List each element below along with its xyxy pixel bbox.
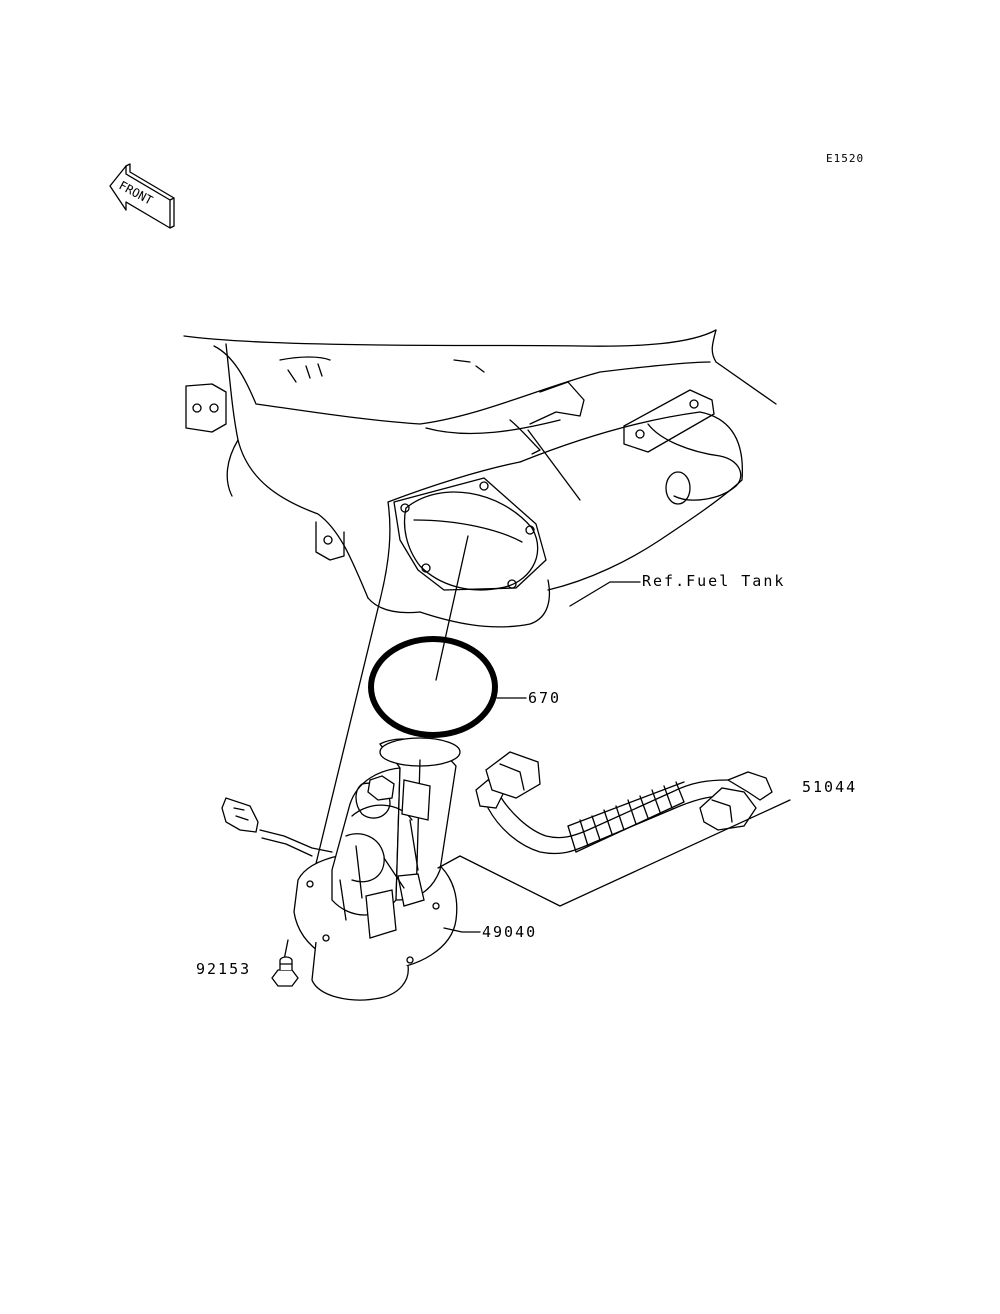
part-number-51044: 51044 (802, 778, 857, 796)
part-number-49040: 49040 (482, 923, 537, 941)
fuel-pump-assembly (221, 737, 461, 1001)
o-ring (368, 636, 498, 738)
part-number-670: 670 (528, 689, 561, 707)
fuel-hose (475, 751, 773, 855)
front-arrow-icon: FRONT (109, 163, 175, 229)
bolt-icon (271, 956, 299, 987)
fuel-tank-outline (183, 329, 777, 628)
assembly-guide-line (435, 535, 469, 681)
hose-leader-line (437, 799, 791, 907)
ref-leader-line (569, 581, 641, 607)
ref-label: Ref.Fuel Tank (642, 572, 785, 590)
diagram-code: E1520 (826, 152, 864, 165)
assembly-guide-line (311, 599, 381, 881)
part-number-92153: 92153 (196, 960, 251, 978)
